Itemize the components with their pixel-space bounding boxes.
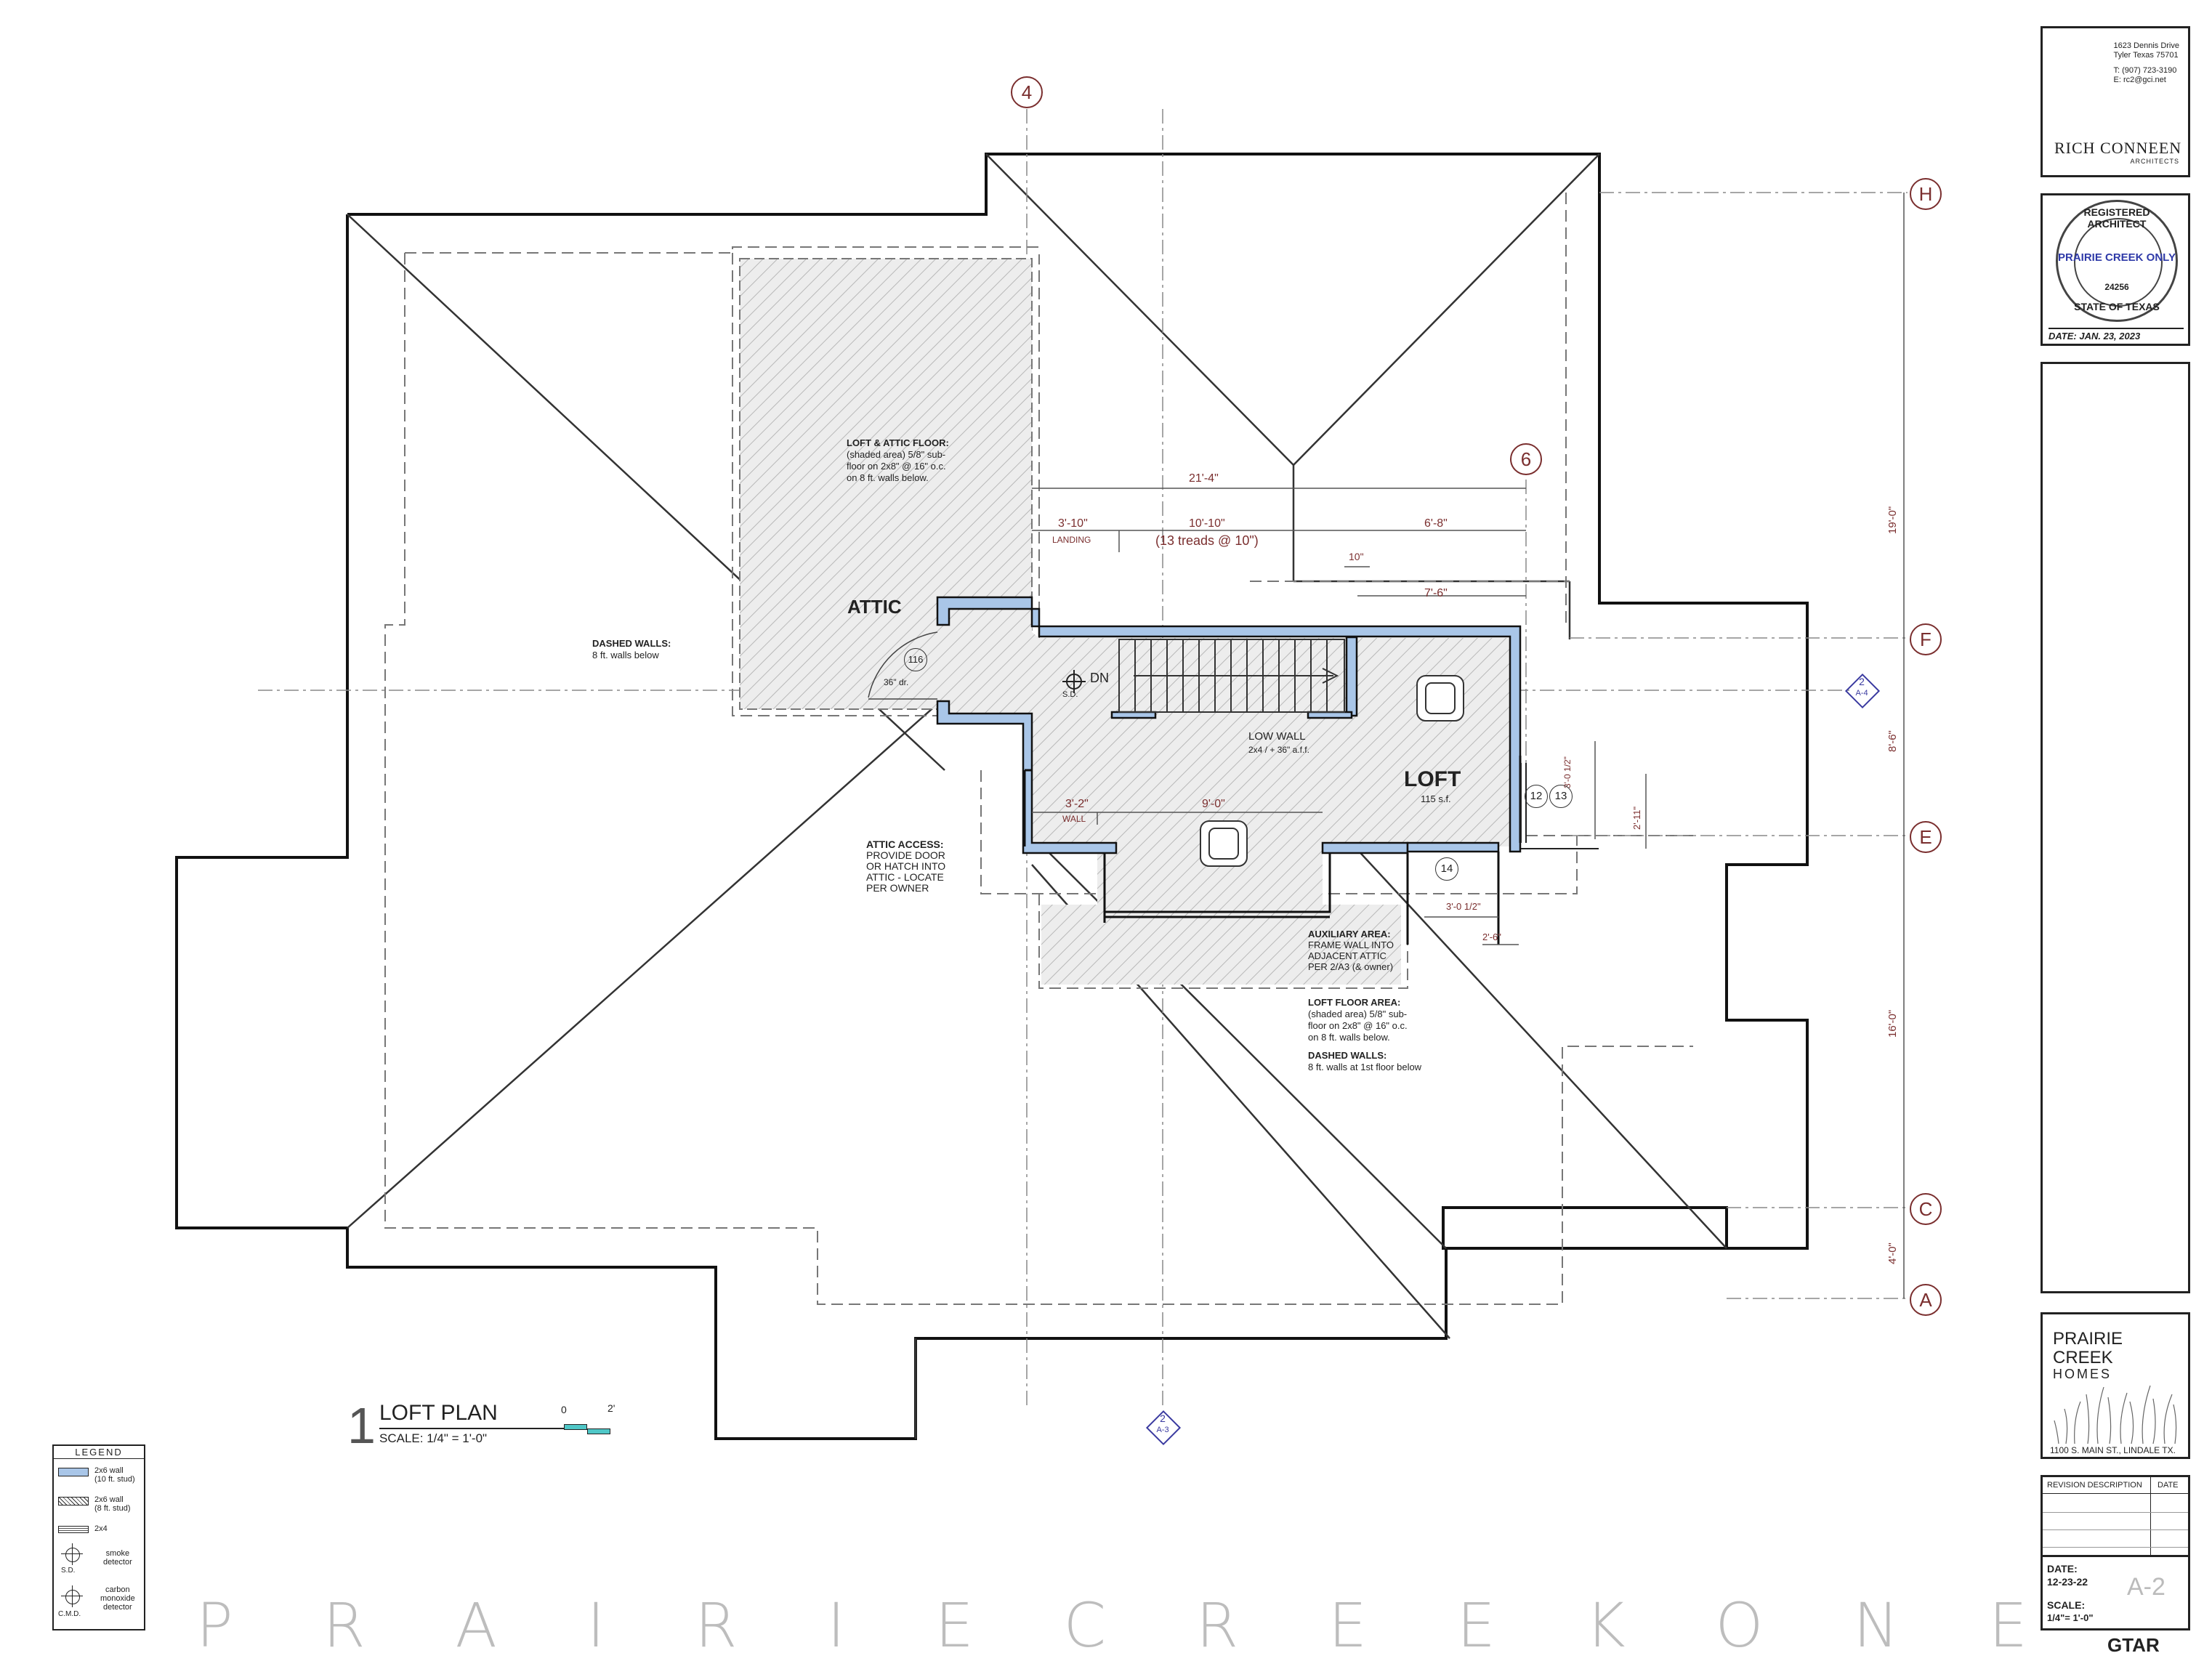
dim-8-6: 8'-6" (1886, 730, 1899, 752)
watermark-letter: E (1456, 1590, 1495, 1661)
notes-block (2041, 362, 2190, 1293)
note-low-wall: LOW WALL 2x4 / + 36" a.f.f. (1248, 730, 1309, 755)
room-label-loft: LOFT (1404, 767, 1461, 791)
dim-3-0-half: 3'-0 1/2" (1446, 901, 1481, 912)
watermark-letter: O (1715, 1590, 1764, 1661)
note-dashed-walls-1: DASHED WALLS: 8 ft. walls below (592, 638, 671, 660)
grid-bubble-4: 4 (1011, 76, 1043, 108)
watermark-letter: P (196, 1590, 233, 1661)
dim-16-0: 16'-0" (1886, 1009, 1899, 1038)
legend-title: LEGEND (54, 1446, 144, 1459)
dimension-lines (1032, 193, 1905, 1298)
section-mark-a3: 2 A-3 (1145, 1410, 1182, 1446)
note-attic-access: ATTIC ACCESS: PROVIDE DOOR OR HATCH INTO… (866, 838, 946, 894)
grid-bubble-c: C (1910, 1193, 1942, 1225)
dim-3-0-half-v: 3'-0 1/2" (1562, 756, 1573, 788)
client-address: 1100 S. MAIN ST., LINDALE TX. (2050, 1445, 2176, 1455)
plan-title: LOFT PLAN (379, 1401, 498, 1425)
dim-6-8: 6'-8" (1424, 517, 1448, 530)
smoke-detector-icon (1062, 670, 1086, 693)
plan-number: 1 (347, 1397, 376, 1454)
smoke-detector-icon (65, 1548, 80, 1562)
note-dashed-walls-2: DASHED WALLS: 8 ft. walls at 1st floor b… (1308, 1050, 1422, 1072)
stair-down-label: DN (1090, 671, 1109, 685)
scale-bar-2: 2' (608, 1402, 615, 1414)
firm-block: 1623 Dennis Drive Tyler Texas 75701 T: (… (2041, 26, 2190, 177)
scale-bar (564, 1420, 612, 1434)
window-tag-14: 14 (1435, 857, 1458, 881)
attic-door-swing (868, 631, 938, 700)
grid-bubble-e: E (1910, 821, 1942, 853)
watermark-letter: C (1063, 1590, 1107, 1661)
grid-bubble-f: F (1910, 623, 1942, 655)
legend: LEGEND 2x6 wall(10 ft. stud) 2x6 wall(8 … (52, 1444, 145, 1630)
sheet-info-block: DATE: 12-23-22 SCALE: 1/4"= 1'-0" A-2 (2041, 1555, 2190, 1630)
dim-9-0: 9'-0" (1202, 798, 1225, 810)
stairs (1118, 639, 1345, 713)
footer-logo: GTAR (2107, 1636, 2160, 1654)
architect-seal: REGISTERED ARCHITECT 24256 STATE OF TEXA… (2056, 200, 2178, 322)
watermark-letter: I (586, 1590, 605, 1661)
dim-3-10: 3'-10" (1058, 517, 1088, 530)
smoke-detector-tag: S.D. (1062, 690, 1078, 699)
watermark-letter: I (827, 1590, 846, 1661)
plan-title-underline (379, 1428, 576, 1429)
dim-4-0: 4'-0" (1886, 1242, 1899, 1264)
firm-logo: RICH CONNEEN (2054, 139, 2182, 157)
firm-logo-sub: ARCHITECTS (2130, 158, 2179, 165)
grid-bubble-h: H (1910, 178, 1942, 210)
revision-block: REVISION DESCRIPTION DATE (2041, 1475, 2190, 1561)
window-tag-13: 13 (1549, 785, 1573, 808)
dim-10in: 10" (1349, 551, 1364, 562)
shaded-floor-areas (739, 258, 1519, 985)
dim-wall: WALL (1062, 814, 1086, 824)
sheet-number: A-2 (2127, 1573, 2165, 1601)
dim-treads: (13 treads @ 10") (1155, 533, 1259, 548)
loft-walls (936, 596, 1522, 854)
door-size: 36" dr. (884, 677, 909, 687)
note-auxiliary-area: AUXILIARY AREA: FRAME WALL INTO ADJACENT… (1308, 929, 1394, 972)
dim-19-0: 19'-0" (1886, 506, 1899, 534)
dim-2-11: 2'-11" (1631, 806, 1642, 830)
dim-7-6: 7'-6" (1424, 587, 1448, 599)
watermark-letter: E (1328, 1590, 1368, 1661)
grass-illustration (2051, 1380, 2185, 1444)
watermark-letter: A (455, 1590, 497, 1661)
seal-date: DATE: JAN. 23, 2023 (2048, 328, 2184, 342)
dim-21-4: 21'-4" (1189, 472, 1219, 485)
watermark-letter: R (323, 1590, 366, 1661)
note-loft-floor-area: LOFT FLOOR AREA: (shaded area) 5/8" sub-… (1308, 997, 1408, 1043)
door-tag: 116 (904, 648, 927, 671)
grid-bubble-6: 6 (1510, 443, 1542, 475)
plan-scale: SCALE: 1/4" = 1'-0" (379, 1431, 488, 1445)
seal-block: REGISTERED ARCHITECT 24256 STATE OF TEXA… (2041, 193, 2190, 346)
room-area-loft: 115 s.f. (1421, 793, 1451, 804)
co-detector-icon (65, 1590, 80, 1604)
roof-outline (175, 153, 1809, 1440)
watermark-letter: K (1585, 1590, 1626, 1661)
scale-bar-0: 0 (561, 1404, 567, 1415)
chair-icon (1200, 675, 1464, 867)
dim-2-6: 2'-6" (1482, 931, 1501, 942)
watermark-letter: R (695, 1590, 738, 1661)
dim-3-2: 3'-2" (1065, 798, 1089, 810)
watermark-letter: N (1853, 1590, 1900, 1661)
room-label-attic: ATTIC (847, 596, 902, 618)
note-loft-attic-floor: LOFT & ATTIC FLOOR: (shaded area) 5/8" s… (847, 437, 949, 483)
client-block: PRAIRIE CREEK HOMES 1100 S. MAIN ST., LI… (2041, 1312, 2190, 1459)
window-tag-12: 12 (1525, 785, 1548, 808)
watermark-letter: E (1988, 1590, 2027, 1661)
dim-landing: LANDING (1052, 535, 1091, 545)
grid-bubble-a: A (1910, 1284, 1942, 1316)
watermark-letter: R (1195, 1590, 1239, 1661)
watermark-letter: E (935, 1590, 974, 1661)
dim-10-10: 10'-10" (1189, 517, 1225, 530)
section-mark-a4: 2 A-4 (1844, 673, 1881, 709)
